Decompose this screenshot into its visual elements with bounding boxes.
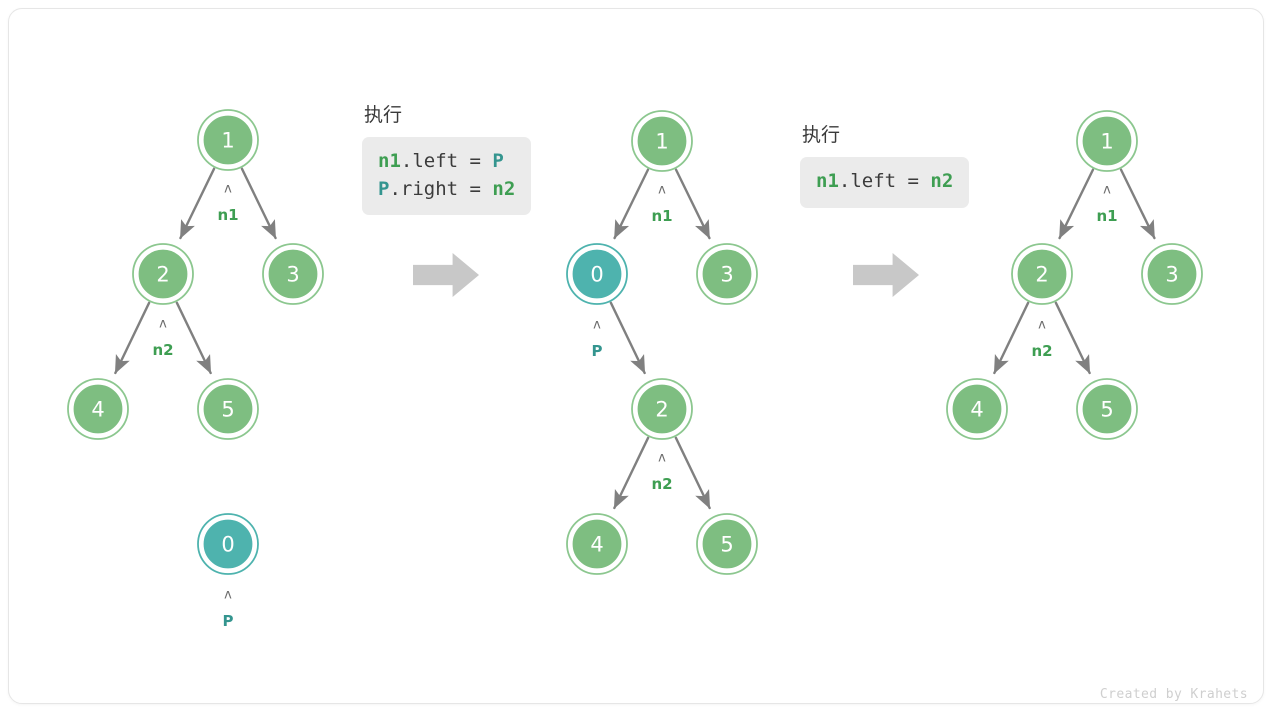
tree-node[interactable]: 4 xyxy=(67,378,129,440)
tree-node[interactable]: 3 xyxy=(262,243,324,305)
pointer-caret-icon: ʌ xyxy=(658,451,666,466)
pointer-label-text: n1 xyxy=(651,207,672,225)
tree-node-value: 2 xyxy=(1035,263,1048,287)
tree-node-value: 2 xyxy=(156,263,169,287)
tree-node[interactable]: 3 xyxy=(696,243,758,305)
pointer-label-text: n2 xyxy=(651,475,672,493)
tree-edge xyxy=(175,301,212,375)
tree-node-value: 5 xyxy=(720,533,733,557)
pointer-label-text: n2 xyxy=(152,341,173,359)
tree-edge xyxy=(1119,168,1156,240)
step-3-annotation: 执行 n1.left = n2 xyxy=(800,120,970,208)
code-token: n1 xyxy=(378,150,401,172)
transition-arrows xyxy=(413,253,919,297)
code-token: P xyxy=(492,150,504,172)
step-3-title: 执行 xyxy=(802,124,841,146)
pointer-label-P: ʌP xyxy=(223,588,234,631)
tree-node-value: 0 xyxy=(590,263,603,287)
tree-node[interactable]: 2 xyxy=(132,243,194,305)
code-token: P xyxy=(378,177,390,200)
footer-credit: Created by Krahets xyxy=(1099,687,1248,702)
code-token: .left = xyxy=(838,170,931,192)
pointer-label-n1: ʌ n1 xyxy=(1096,183,1117,226)
code-line: P.right = n2 xyxy=(378,176,515,204)
tree-node[interactable]: 1 xyxy=(631,110,693,172)
step-3-code-block: n1.left = n2 xyxy=(800,157,970,208)
code-token: n2 xyxy=(492,177,516,200)
transition-arrow-1 xyxy=(413,253,479,297)
tree-node[interactable]: 1 xyxy=(197,109,259,171)
pointer-caret-icon: ʌ xyxy=(658,183,666,198)
code-token: n1 xyxy=(816,170,839,192)
tree-node-value: 5 xyxy=(1100,398,1113,422)
tree-node-value: 1 xyxy=(655,130,668,154)
tree-node-value: 5 xyxy=(221,398,234,422)
tree-edge xyxy=(609,301,646,375)
code-line: n1.left = P xyxy=(378,148,515,176)
pointer-label-n2: ʌ n2 xyxy=(1031,318,1052,361)
pointer-caret-icon: ʌ xyxy=(159,317,167,332)
pointer-label-n1: ʌ n1 xyxy=(651,183,672,226)
pointer-label-n2: ʌ n2 xyxy=(152,317,173,360)
tree-node[interactable]: 5 xyxy=(197,378,259,440)
tree-edge xyxy=(613,168,650,240)
pointer-label-n2: ʌ n2 xyxy=(651,451,672,494)
pointer-label-text: P xyxy=(592,342,603,360)
tree-edge xyxy=(674,436,711,510)
tree-node[interactable]: 0 xyxy=(197,513,259,575)
code-token: .left = xyxy=(400,150,493,172)
tree-edge xyxy=(114,301,151,375)
pointer-caret-icon: ʌ xyxy=(1038,318,1046,333)
tree-node[interactable]: 1 xyxy=(1076,110,1138,172)
code-token: n2 xyxy=(930,170,954,192)
tree-node-value: 4 xyxy=(590,533,603,557)
pointer-label-P: ʌP xyxy=(592,318,603,361)
tree-node-value: 1 xyxy=(221,129,234,153)
tree-node[interactable]: 5 xyxy=(696,513,758,575)
tree-edge xyxy=(1054,301,1091,375)
pointer-label-text: n1 xyxy=(217,206,238,224)
tree-node[interactable]: 0 xyxy=(566,243,628,305)
code-line: n1.left = n2 xyxy=(816,168,953,196)
pointer-label-text: n1 xyxy=(1096,207,1117,225)
tree-edges xyxy=(114,167,1156,510)
tree-node[interactable]: 3 xyxy=(1141,243,1203,305)
tree-edge xyxy=(1058,168,1095,240)
tree-node-value: 3 xyxy=(1165,263,1178,287)
tree-node-value: 0 xyxy=(221,533,234,557)
tree-nodes: 1 2 3 4 5 0 1 0 3 2 4 5 1 2 3 4 5 xyxy=(67,109,1203,575)
tree-node[interactable]: 4 xyxy=(566,513,628,575)
pointer-caret-icon: ʌ xyxy=(1103,183,1111,198)
pointer-caret-icon: ʌ xyxy=(224,588,232,603)
tree-edge xyxy=(179,167,216,240)
tree-node-value: 1 xyxy=(1100,130,1113,154)
tree-node-value: 4 xyxy=(91,398,104,422)
tree-edge xyxy=(674,168,711,240)
transition-arrow-2 xyxy=(853,253,919,297)
tree-node[interactable]: 2 xyxy=(1011,243,1073,305)
step-2-title: 执行 xyxy=(364,104,403,126)
tree-node-value: 2 xyxy=(655,398,668,422)
tree-node-value: 4 xyxy=(970,398,983,422)
tree-node[interactable]: 2 xyxy=(631,378,693,440)
pointer-caret-icon: ʌ xyxy=(593,318,601,333)
pointer-label-text: n2 xyxy=(1031,342,1052,360)
tree-node-value: 3 xyxy=(720,263,733,287)
tree-edge xyxy=(613,436,650,510)
tree-node[interactable]: 4 xyxy=(946,378,1008,440)
pointer-caret-icon: ʌ xyxy=(224,182,232,197)
tree-node[interactable]: 5 xyxy=(1076,378,1138,440)
tree-node-value: 3 xyxy=(286,263,299,287)
tree-edge xyxy=(240,167,277,240)
pointer-label-n1: ʌ n1 xyxy=(217,182,238,225)
code-token: .right = xyxy=(389,177,493,200)
pointer-label-text: P xyxy=(223,612,234,630)
tree-edge xyxy=(993,301,1030,375)
